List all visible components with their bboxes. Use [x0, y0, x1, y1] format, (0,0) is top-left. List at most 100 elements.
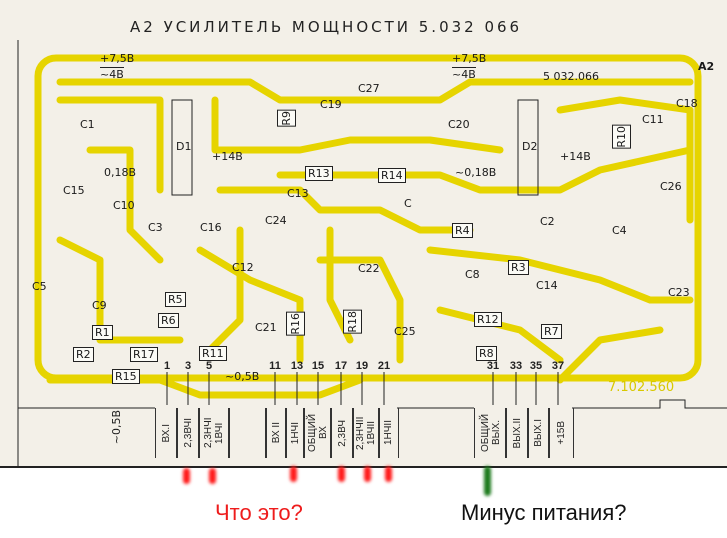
connector-cell: ВЫХ.I [527, 408, 550, 458]
component-label: C8 [465, 268, 480, 281]
voltage-label: +14В [212, 150, 243, 163]
connector-cell: ВХ II [265, 408, 287, 458]
component-label: C22 [358, 262, 380, 275]
component-label: C21 [255, 321, 277, 334]
component-label: R6 [158, 313, 179, 328]
pin-number: 11 [269, 360, 281, 372]
connector-label: 2,3НЧII 1ВЧII [355, 416, 377, 450]
component-label: R12 [474, 312, 502, 327]
component-label: C26 [660, 180, 682, 193]
component-label: C13 [287, 187, 309, 200]
voltage-label: ~4В [100, 67, 124, 81]
component-label: C1 [80, 118, 95, 131]
connector-label: 2,3ВЧ [336, 419, 348, 447]
connector-cell: 2,3ВЧ [330, 408, 354, 458]
pin-number: 19 [355, 360, 369, 372]
board-code: A2 [698, 60, 715, 73]
component-label: C9 [92, 299, 107, 312]
component-label: C20 [448, 118, 470, 131]
connector-cell: 1НЧI [285, 408, 305, 458]
connector-label: ВХ II [270, 422, 282, 444]
connector-cell: ВХ.I [155, 408, 178, 458]
component-label: R14 [378, 168, 406, 183]
board-number: 5 032.066 [543, 70, 599, 83]
connector-cell: ОБЩИЙ ВХ [303, 408, 332, 458]
green-marker [484, 466, 491, 496]
connector-label: ВХ.I [161, 423, 172, 443]
pin-number: 1 [163, 360, 171, 372]
connector-label: ВЫХ.II [511, 417, 523, 449]
voltage-label: +7,5В [452, 52, 487, 65]
pin-number: 33 [509, 360, 523, 372]
component-label: R7 [541, 324, 562, 339]
connector-cell: 1НЧII [378, 408, 399, 458]
pin-number: 3 [184, 360, 192, 372]
component-label: C10 [113, 199, 135, 212]
red-marker [385, 466, 392, 482]
component-label: C5 [32, 280, 47, 293]
pin-number: 21 [377, 360, 391, 372]
voltage-label: ~0,18В [455, 166, 497, 179]
pin-number: 35 [529, 360, 543, 372]
component-label: C3 [148, 221, 163, 234]
connector-cell: 2,3НЧI 1ВЧI [198, 408, 230, 458]
pcb-board: A2 УСИЛИТЕЛЬ МОЩНОСТИ 5.032 066 A2 5 032… [0, 0, 727, 468]
connector-cell-empty [228, 408, 267, 458]
pin-number: 5 [205, 360, 213, 372]
component-label: R13 [305, 166, 333, 181]
component-label: C4 [612, 224, 627, 237]
pin-number: 37 [551, 360, 565, 372]
voltage-label: ~4В [452, 67, 476, 81]
red-marker [290, 466, 297, 482]
component-label: R18 [343, 310, 362, 334]
pin-number: 15 [311, 360, 325, 372]
red-marker [183, 468, 190, 484]
component-label: C25 [394, 325, 416, 338]
component-label: R11 [199, 346, 227, 361]
component-label: R1 [92, 325, 113, 340]
connector-cell: ВЫХ.II [505, 408, 529, 458]
voltage-label: +7,5В [100, 52, 135, 65]
connector-label: 2,3НЧI 1ВЧI [203, 417, 225, 449]
red-marker [364, 466, 371, 482]
component-label: C14 [536, 279, 558, 292]
component-label: R2 [73, 347, 94, 362]
voltage-label: ~0,5В [225, 370, 260, 383]
annotation-question-red: Что это? [215, 500, 303, 525]
connector-label: 1НЧII [383, 420, 394, 446]
component-label: C2 [540, 215, 555, 228]
component-label: C19 [320, 98, 342, 111]
component-label: C24 [265, 214, 287, 227]
component-label: C [404, 197, 412, 210]
connector-label: 1НЧI [289, 421, 301, 445]
component-label: R10 [612, 125, 631, 149]
annotation-question-black: Минус питания? [461, 500, 627, 525]
component-label: R5 [165, 292, 186, 307]
component-label: C11 [642, 113, 664, 126]
connector-label: ОБЩИЙ ВЫХ. [479, 413, 502, 453]
component-label: C16 [200, 221, 222, 234]
component-label: R8 [476, 346, 497, 361]
connector-cell: +15В [548, 408, 574, 458]
component-label: C27 [358, 82, 380, 95]
component-label: D2 [522, 140, 538, 153]
component-label: R4 [452, 223, 473, 238]
voltage-label: 0,18В [104, 166, 137, 179]
voltage-label: ~0,5В [110, 410, 123, 445]
red-marker [338, 466, 345, 482]
red-marker [209, 468, 216, 484]
pin-number: 31 [486, 360, 500, 372]
connector-cell: 2,3НЧII 1ВЧII [352, 408, 380, 458]
component-label: R16 [286, 312, 305, 336]
component-label: C18 [676, 97, 698, 110]
pin-number: 13 [290, 360, 304, 372]
component-label: R3 [508, 260, 529, 275]
component-label: D1 [176, 140, 192, 153]
connector-label: 2,3ВЧI [182, 418, 194, 448]
board-title: A2 УСИЛИТЕЛЬ МОЩНОСТИ 5.032 066 [130, 18, 523, 36]
component-label: R17 [130, 347, 158, 362]
drawing-number: 7.102.560 [608, 380, 675, 395]
pin-number: 17 [334, 360, 348, 372]
component-label: C12 [232, 261, 254, 274]
